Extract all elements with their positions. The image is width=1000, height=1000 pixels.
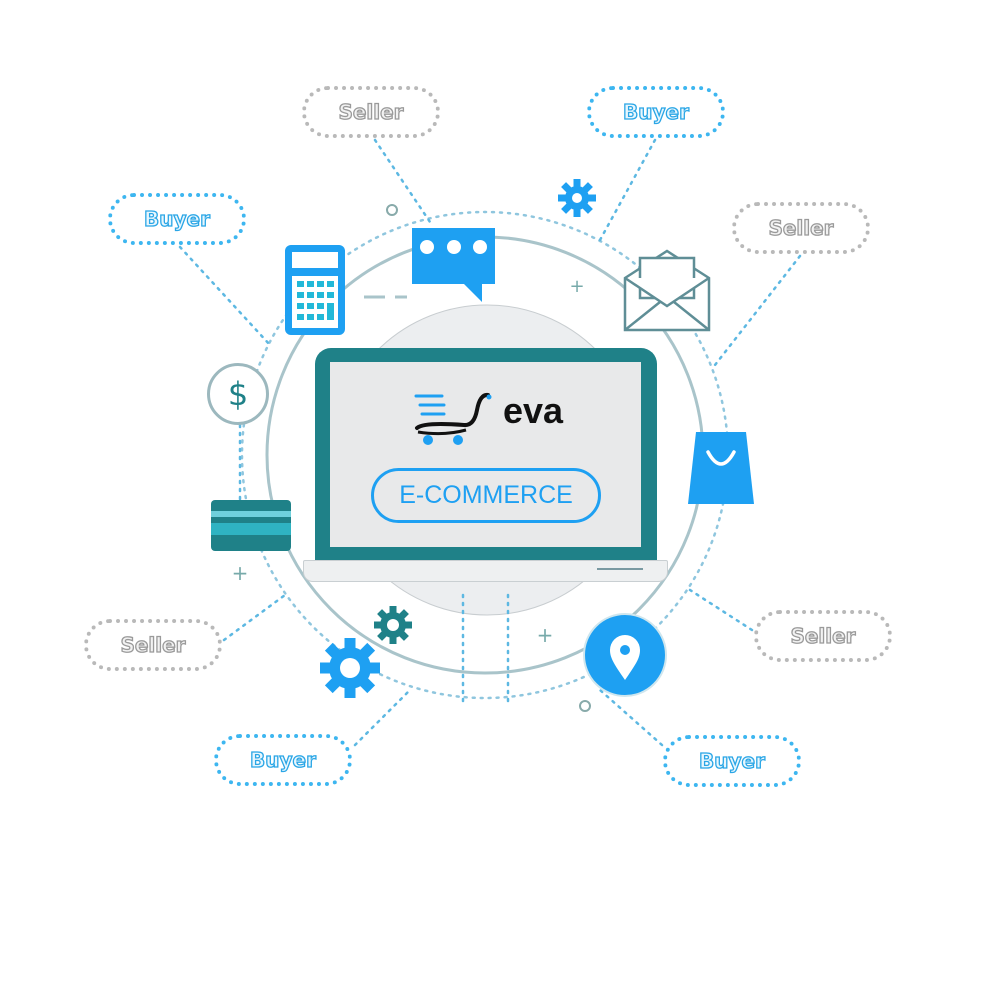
envelope-icon (623, 249, 711, 332)
seller-node: Seller (732, 202, 870, 254)
buyer-node: Buyer (587, 86, 725, 138)
svg-text:+: + (537, 623, 554, 647)
ecommerce-badge: E-COMMERCE (371, 468, 601, 523)
laptop-base (303, 560, 668, 582)
gear-icon (320, 638, 380, 698)
seller-node: Seller (84, 619, 222, 671)
gear-icon (374, 606, 412, 644)
shopping-cart-logo-icon (414, 392, 492, 445)
seller-node: Seller (754, 610, 892, 662)
svg-text:+: + (569, 276, 584, 297)
shopping-bag-icon (688, 432, 754, 504)
seller-node: Seller (302, 86, 440, 138)
gear-icon (558, 179, 596, 217)
buyer-node: Buyer (108, 193, 246, 245)
calculator-icon (285, 245, 345, 335)
buyer-node: Buyer (663, 735, 801, 787)
brand-name: eva (503, 390, 564, 431)
dollar-coin-icon: $ (207, 363, 269, 425)
location-pin-icon (583, 613, 667, 697)
buyer-node: Buyer (214, 734, 352, 786)
svg-text:+: + (232, 561, 249, 585)
chat-bubble-icon (412, 228, 495, 302)
credit-card-icon (211, 500, 291, 551)
dollar-sign: $ (227, 375, 249, 413)
